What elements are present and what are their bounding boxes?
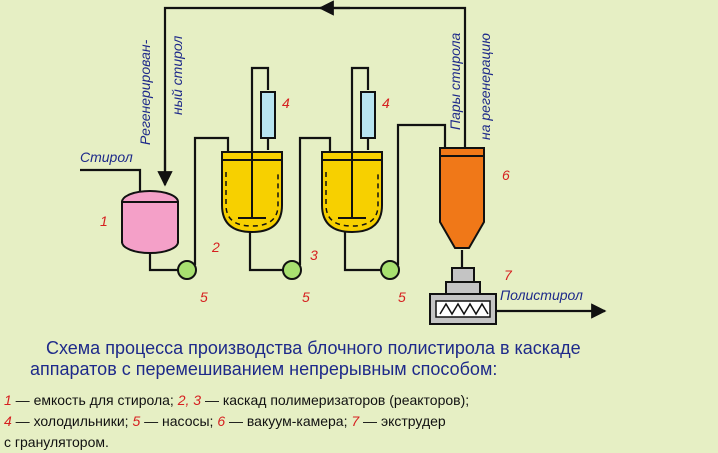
pump3-to-vacuum-pipe — [396, 123, 447, 265]
legend-text: — вакуум-камера; — [225, 413, 352, 429]
legend-number: 5 — [132, 413, 141, 429]
pump-1 — [177, 260, 197, 280]
legend-number: 2, 3 — [177, 392, 202, 408]
pump-3 — [380, 260, 400, 280]
vacuum-chamber — [439, 147, 485, 249]
number-5b: 5 — [302, 289, 310, 305]
number-4b: 4 — [382, 95, 390, 111]
reactor2-to-pump2-pipe — [248, 228, 285, 272]
styrene-vapors-label-1: Пары стирола — [447, 32, 463, 130]
legend: 1 — емкость для стирола; 2, 3 — каскад п… — [4, 390, 704, 453]
number-2: 2 — [211, 239, 220, 255]
legend-number: 6 — [217, 413, 226, 429]
number-4a: 4 — [282, 95, 290, 111]
process-flow-diagram: Стирол Регенерирован- ный стирол Пары ст… — [80, 0, 607, 325]
legend-text: с гранулятором. — [4, 434, 109, 450]
caption-line-2: аппаратов с перемешиванием непрерывным с… — [30, 359, 498, 379]
cooler-1 — [260, 91, 276, 139]
number-5c: 5 — [398, 289, 406, 305]
legend-text: — емкость для стирола; — [11, 392, 178, 408]
legend-line-2: 4 — холодильники; 5 — насосы; 6 — вакуум… — [4, 411, 704, 432]
number-3: 3 — [310, 247, 318, 263]
tank-to-pump1-pipe — [148, 252, 180, 272]
cooler-2 — [360, 91, 376, 139]
diagram-caption: Схема процесса производства блочного пол… — [30, 338, 710, 380]
cooler1-loop-pipe — [250, 66, 270, 155]
legend-line-1: 1 — емкость для стирола; 2, 3 — каскад п… — [4, 390, 704, 411]
legend-number: 4 — [4, 413, 12, 429]
regeneration-top-pipe — [163, 6, 467, 180]
styrene-inlet-pipe — [80, 168, 142, 192]
pump2-to-reactor3-pipe — [298, 136, 332, 265]
caption-line-1: Схема процесса производства блочного пол… — [46, 338, 581, 358]
styrene-inlet-label: Стирол — [80, 149, 133, 165]
legend-text: — каскад полимеризаторов (реакторов); — [201, 392, 470, 408]
regenerated-styrene-label-1: Регенерирован- — [137, 39, 153, 145]
legend-number: 7 — [351, 413, 360, 429]
reactor3-to-pump3-pipe — [343, 228, 380, 272]
styrene-tank — [121, 190, 179, 254]
number-7: 7 — [504, 267, 513, 283]
cooler2-loop-pipe — [350, 66, 370, 155]
legend-line-3: с гранулятором. — [4, 432, 704, 453]
styrene-vapors-label-2: на регенерацию — [477, 33, 493, 140]
legend-text: — холодильники; — [11, 413, 133, 429]
legend-number: 1 — [4, 392, 12, 408]
extruder — [429, 267, 497, 325]
pump1-to-reactor2-pipe — [193, 136, 230, 265]
polystyrene-output-label: Полистирол — [500, 287, 583, 303]
number-5a: 5 — [200, 289, 208, 305]
regenerated-styrene-label-2: ный стирол — [169, 36, 185, 115]
number-1: 1 — [100, 213, 108, 229]
legend-text: — экструдер — [359, 413, 446, 429]
legend-text: — насосы; — [140, 413, 218, 429]
number-6: 6 — [502, 167, 510, 183]
reactor-2 — [221, 142, 283, 234]
pipelines — [80, 6, 467, 272]
reactor-3 — [321, 142, 383, 234]
pump-2 — [282, 260, 302, 280]
